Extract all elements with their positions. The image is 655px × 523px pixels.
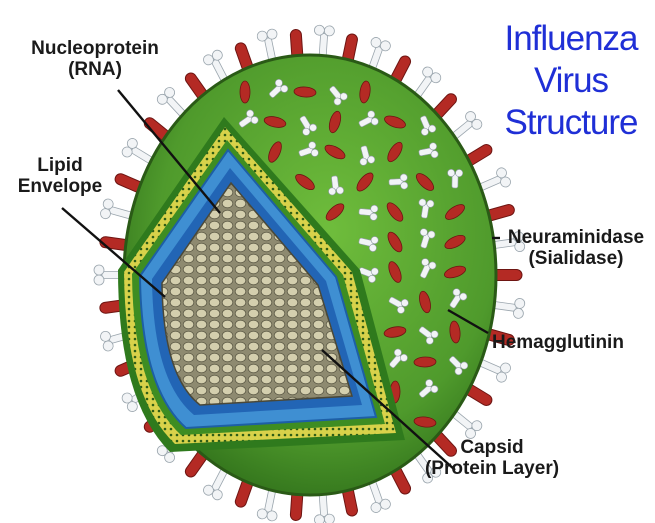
- label-hemagglutinin-line-1: Hemagglutinin: [492, 332, 624, 353]
- label-neuraminidase-line-1: Neuraminidase: [503, 227, 649, 248]
- label-lipid-envelope: Lipid Envelope: [4, 155, 116, 197]
- title-line-3: Structure: [496, 102, 646, 144]
- diagram-title: Influenza Virus Structure: [496, 18, 646, 144]
- surface-hemagglutinin: [240, 81, 250, 103]
- label-nucleoprotein-line-1: Nucleoprotein: [10, 38, 180, 59]
- label-neuraminidase: Neuraminidase (Sialidase): [503, 227, 649, 269]
- title-line-2: Virus: [496, 60, 646, 102]
- label-lipid-envelope-line-2: Envelope: [4, 176, 116, 197]
- label-neuraminidase-line-2: (Sialidase): [503, 248, 649, 269]
- title-line-1: Influenza: [496, 18, 646, 60]
- label-nucleoprotein: Nucleoprotein (RNA): [10, 38, 180, 80]
- label-capsid-line-1: Capsid: [412, 437, 572, 458]
- label-lipid-envelope-line-1: Lipid: [4, 155, 116, 176]
- label-nucleoprotein-line-2: (RNA): [10, 59, 180, 80]
- label-capsid: Capsid (Protein Layer): [412, 437, 572, 479]
- label-capsid-line-2: (Protein Layer): [412, 458, 572, 479]
- label-hemagglutinin: Hemagglutinin: [492, 332, 624, 353]
